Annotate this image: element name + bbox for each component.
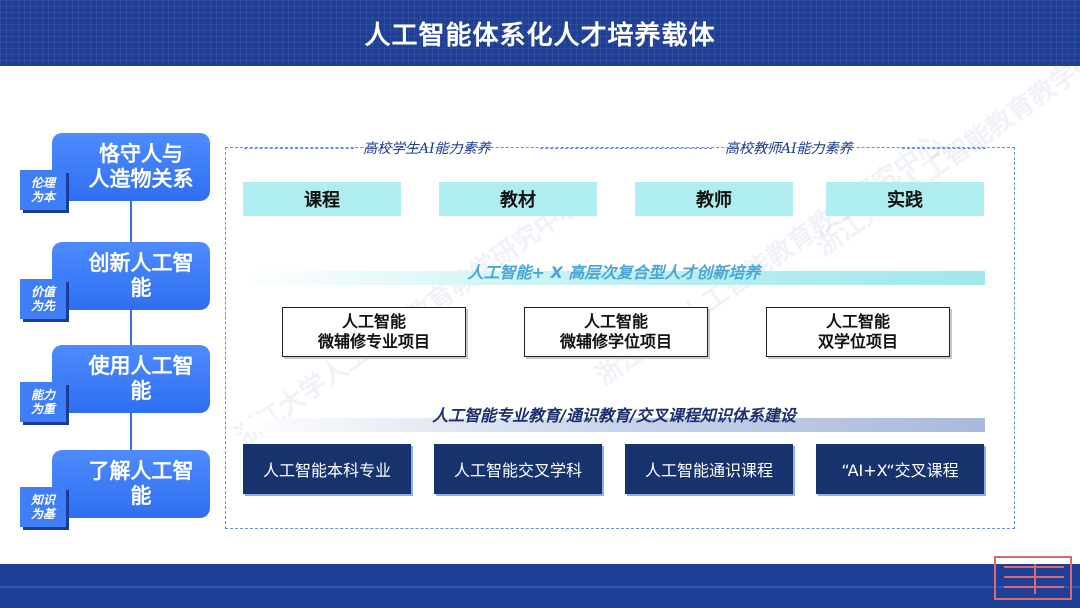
band-cyan <box>243 271 985 285</box>
value-card-ethics: 恪守人与 人造物关系 <box>52 133 210 201</box>
subhead-teachers: 高校教师AI能力素养 <box>725 141 853 157</box>
pillar-textbook: 教材 <box>439 182 597 216</box>
value-tag-ethics: 伦理 为本 <box>20 170 66 210</box>
subhead-students: 高校学生AI能力素养 <box>363 141 491 157</box>
program-minor-major: 人工智能 微辅修专业项目 <box>282 307 466 357</box>
program-double-degree: 人工智能 双学位项目 <box>766 307 950 357</box>
page-title: 人工智能体系化人才培养载体 <box>364 20 716 51</box>
course-undergrad-major: 人工智能本科专业 <box>243 444 411 494</box>
value-tag-value: 价值 为先 <box>20 279 66 319</box>
value-card-innovate: 创新人工智能 <box>52 242 210 310</box>
program-minor-degree: 人工智能 微辅修学位项目 <box>524 307 708 357</box>
value-card-label: 恪守人与 人造物关系 <box>88 141 194 191</box>
band-talent-label: 人工智能+ X 高层次复合型人才创新培养 <box>467 263 761 282</box>
framework-panel <box>225 147 1015 529</box>
value-card-understand: 了解人工智能 <box>52 450 210 518</box>
title-bar: 人工智能体系化人才培养载体 <box>0 0 1080 66</box>
pillar-teacher: 教师 <box>635 182 793 216</box>
value-tag-ability: 能力 为重 <box>20 382 66 422</box>
footer-bar <box>0 564 1080 608</box>
left-connector-line <box>130 140 132 500</box>
course-ai-x: “AI+X“交叉课程 <box>816 444 984 494</box>
band-knowledge-label: 人工智能专业教育/通识教育/交叉课程知识体系建设 <box>432 406 796 425</box>
course-general-education: 人工智能通识课程 <box>625 444 793 494</box>
value-card-label: 创新人工智能 <box>88 250 194 300</box>
band-navy <box>243 418 985 432</box>
pillar-practice: 实践 <box>826 182 984 216</box>
pillar-course: 课程 <box>243 182 401 216</box>
value-tag-knowledge: 知识 为基 <box>20 487 66 527</box>
value-card-label: 使用人工智能 <box>88 353 194 403</box>
seal-stamp <box>994 556 1072 600</box>
value-card-label: 了解人工智能 <box>88 458 194 508</box>
course-interdisciplinary: 人工智能交叉学科 <box>434 444 602 494</box>
value-card-use: 使用人工智能 <box>52 345 210 413</box>
